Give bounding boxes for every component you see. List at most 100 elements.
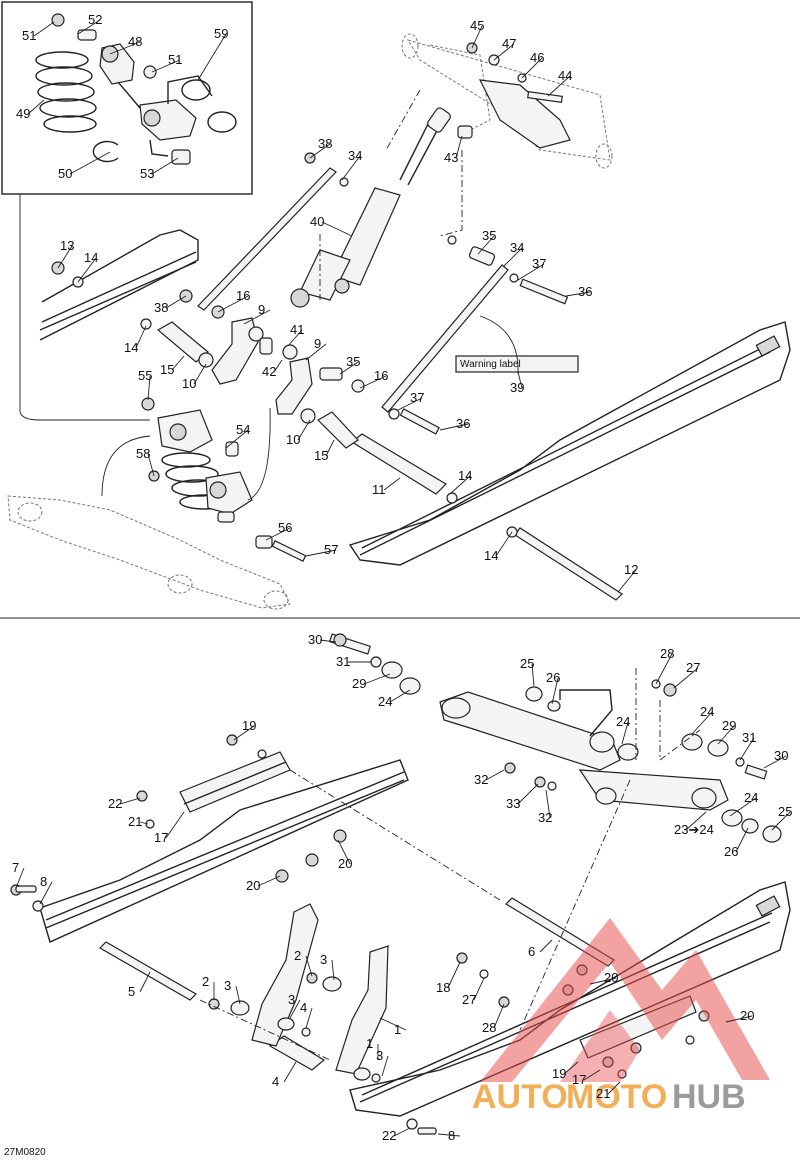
callout-label: 14 — [84, 250, 98, 265]
watermark-hub: HUB — [672, 1078, 746, 1116]
callout-34: 34 — [341, 148, 362, 181]
callout-leader — [119, 797, 141, 805]
callout-leader — [471, 25, 483, 49]
callout-label: 45 — [470, 18, 484, 33]
callout-leader — [477, 235, 495, 255]
callout-label: 12 — [624, 562, 638, 577]
callout-label: 31 — [742, 730, 756, 745]
lower-centerline-2 — [659, 700, 701, 761]
callout-1: 1 — [366, 1036, 379, 1060]
callout-leader — [621, 721, 629, 745]
callout-25: 25 — [520, 656, 535, 687]
callout-label: 2 — [202, 974, 209, 989]
callout-51: 51 — [22, 21, 55, 43]
callout-label: 32 — [538, 810, 552, 825]
callout-40: 40 — [310, 214, 353, 237]
callout-leader — [235, 985, 241, 1005]
callout-leader — [193, 363, 207, 385]
callout-leader — [151, 157, 179, 175]
callout-leader — [297, 419, 311, 441]
shock-mount-arrow-right — [247, 407, 271, 501]
callout-leader — [493, 1003, 505, 1029]
callout-19: 19 — [552, 1061, 579, 1081]
callout-label: 17 — [154, 830, 168, 845]
lower-arm-hardware — [328, 633, 782, 843]
callout-label: 51 — [22, 28, 36, 43]
callout-leader — [517, 263, 545, 281]
callout-leader — [531, 663, 535, 687]
callout-label: 1 — [394, 1022, 401, 1037]
callout-label: 39 — [510, 380, 524, 395]
callout-label: 51 — [168, 52, 182, 67]
callout-label: 8 — [40, 874, 47, 889]
lower-centerline-5 — [199, 999, 331, 1061]
callout-leader — [617, 569, 637, 593]
callout-leader — [341, 155, 361, 181]
callout-leader — [771, 811, 791, 831]
callout-32: 32 — [474, 769, 505, 787]
callout-21: 21 — [128, 814, 149, 829]
callout-label: 1 — [366, 1036, 373, 1051]
callout-leader — [273, 359, 283, 373]
callout-label: 9 — [258, 302, 265, 317]
callout-3: 3 — [288, 992, 301, 1019]
link-arm-9-upper — [211, 317, 259, 385]
callout-leader — [397, 397, 423, 411]
callout-8: 8 — [39, 874, 53, 905]
callout-label: 3 — [288, 992, 295, 1007]
callout-label: 38 — [154, 300, 168, 315]
callout-leader — [109, 41, 141, 55]
callout-21: 21 — [596, 1081, 621, 1101]
inset-shock-body — [51, 13, 237, 165]
callout-leader — [319, 639, 337, 643]
callout-leader — [139, 821, 149, 825]
callout-leader — [565, 291, 591, 297]
callout-label: 14 — [458, 468, 472, 483]
callout-leader — [691, 711, 713, 735]
callout-label: 4 — [300, 1000, 307, 1015]
callout-leader — [547, 75, 571, 97]
axle-15-upper — [156, 321, 209, 363]
callout-58: 58 — [136, 446, 155, 477]
callout-label: 52 — [88, 12, 102, 27]
callout-44: 44 — [547, 68, 572, 97]
callout-label: 16 — [374, 368, 388, 383]
callout-18: 18 — [436, 961, 461, 995]
callout-leader — [39, 881, 53, 905]
callout-38: 38 — [154, 295, 187, 315]
callout-25: 25 — [771, 804, 792, 831]
callout-leader — [321, 221, 353, 237]
callout-label: 41 — [290, 322, 304, 337]
callout-36: 36 — [565, 284, 592, 299]
upper-centerline-1 — [385, 89, 421, 151]
callout-label: 20 — [740, 1008, 754, 1023]
callout-label: 24 — [378, 694, 392, 709]
callout-24: 24 — [616, 714, 630, 745]
callout-leader — [735, 827, 749, 853]
callout-2: 2 — [294, 948, 313, 977]
callout-label: 36 — [578, 284, 592, 299]
callout-leader — [331, 959, 335, 981]
automotohub-watermark: AUTO MOTO HUB — [472, 918, 770, 1116]
callout-9: 9 — [243, 302, 271, 325]
callout-31: 31 — [336, 654, 372, 669]
callout-57: 57 — [305, 542, 338, 557]
callout-leader — [287, 329, 303, 347]
callout-51: 51 — [151, 52, 182, 73]
callout-leader — [283, 1061, 297, 1083]
callout-17: 17 — [572, 1069, 601, 1087]
axle-15-lower — [317, 411, 359, 449]
callout-leader — [165, 295, 187, 309]
callout-2: 2 — [202, 974, 215, 1000]
callout-label: 11 — [372, 482, 386, 497]
callout-38: 38 — [309, 136, 332, 159]
rod-34-right — [381, 264, 509, 413]
callout-label: 27 — [462, 992, 476, 1007]
callout-13: 13 — [57, 238, 74, 269]
callout-label: 13 — [60, 238, 74, 253]
callout-label: 42 — [262, 364, 276, 379]
callout-45: 45 — [470, 18, 484, 49]
inset-frame — [1, 1, 253, 195]
callout-leader — [381, 1055, 389, 1077]
callout-label: 34 — [510, 240, 524, 255]
